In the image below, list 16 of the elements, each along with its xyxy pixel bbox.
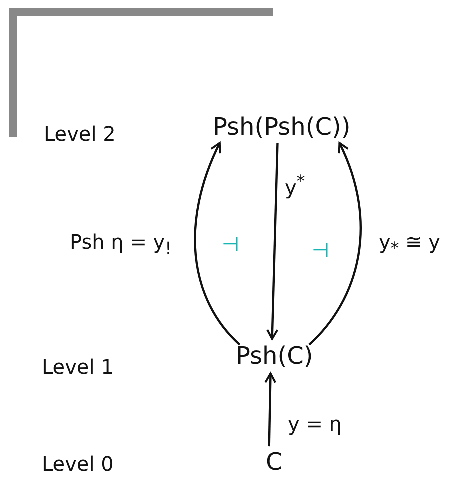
arrow <box>308 142 362 346</box>
math-expression: C <box>266 448 283 477</box>
arrow <box>266 143 279 340</box>
math-expression: Psh(C) <box>236 342 314 371</box>
level-label: Level 2 <box>44 122 116 146</box>
math-expression: Psh(Psh(C)) <box>213 113 351 142</box>
edge-label: Psh η = y$_{!}$ <box>70 230 172 259</box>
arrow <box>194 142 241 346</box>
edge-label: y$_{*}$ ≅ y <box>379 230 440 259</box>
level-label: Level 0 <box>42 452 114 476</box>
adjunction-symbol: ⊣ <box>312 238 330 262</box>
edge-label: y = η <box>288 412 342 436</box>
edge-label: y$^{*}$ <box>285 172 306 200</box>
adjunction-symbol: ⊣ <box>222 232 240 256</box>
level-label: Level 1 <box>42 355 114 379</box>
arrow <box>264 372 277 447</box>
